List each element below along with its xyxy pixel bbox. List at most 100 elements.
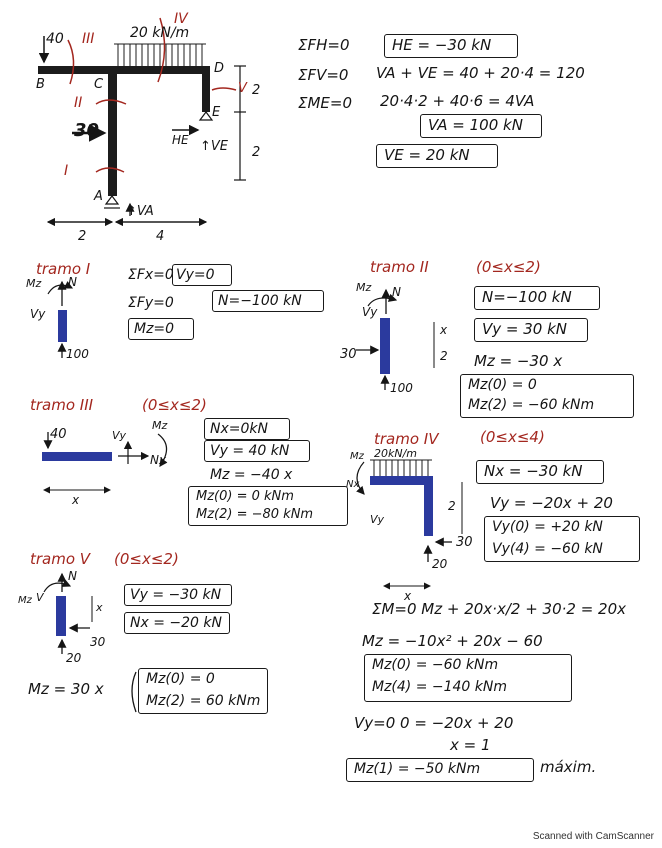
frame-dim-top: 2 bbox=[252, 83, 261, 98]
tramo1-fy: ΣFy=0 bbox=[128, 295, 174, 311]
tramo4-vy0: Vy(0) = +20 kN bbox=[492, 519, 603, 535]
frame-section-5: V bbox=[238, 81, 247, 96]
tramo4-range: (0≤x≤4) bbox=[480, 428, 545, 446]
tramo5-mz0: Mz(0) = 0 bbox=[146, 671, 215, 687]
frame-load-dist: 20 kN/m bbox=[130, 25, 190, 41]
tramo1-title: tramo I bbox=[36, 260, 91, 278]
tramo3-title: tramo III bbox=[30, 396, 94, 414]
tramo2-vy-box bbox=[474, 318, 588, 342]
tramo2-mz0: Mz(0) = 0 bbox=[468, 377, 537, 393]
tramo1-vy: Vy=0 bbox=[176, 267, 215, 283]
tramo5-label-x: x bbox=[96, 601, 103, 614]
tramo3-range: (0≤x≤2) bbox=[142, 396, 207, 414]
tramo4-moment-eq: ΣM=0 Mz + 20x·x/2 + 30·2 = 20x bbox=[372, 600, 626, 618]
tramo3-mz-box bbox=[188, 486, 348, 526]
eq-fv-equation: VA + VE = 40 + 20·4 = 120 bbox=[376, 64, 585, 82]
frame-dim-4h: 4 bbox=[156, 229, 165, 244]
brace bbox=[131, 671, 137, 713]
tramo2-label-100: 100 bbox=[390, 381, 413, 395]
tramo5-label-n: N bbox=[68, 569, 77, 583]
tramo4-label-20: 20 bbox=[432, 557, 448, 571]
eq-fh-box bbox=[384, 34, 518, 58]
tramo2-n: N=−100 kN bbox=[482, 288, 572, 306]
eq-va-box bbox=[420, 114, 542, 138]
tramo3-label-40: 40 bbox=[50, 427, 67, 442]
tramo2-vy: Vy = 30 kN bbox=[482, 320, 568, 338]
frame-dim-2h: 2 bbox=[78, 229, 87, 244]
main-frame bbox=[38, 17, 246, 227]
tramo1-vy-box bbox=[172, 264, 232, 286]
frame-he: HE bbox=[172, 133, 189, 147]
tramo3-label-mz: Mz bbox=[152, 419, 168, 432]
tramo3-label-nx: Nx bbox=[150, 453, 167, 467]
frame-ve: ↑VE bbox=[200, 139, 228, 154]
frame-section-4: IV bbox=[174, 11, 188, 27]
tramo2-title: tramo II bbox=[370, 258, 429, 276]
tramo4-vy: Vy = −20x + 20 bbox=[490, 494, 613, 512]
tramo3-mz2: Mz(2) = −80 kNm bbox=[196, 507, 314, 522]
tramo5-vy: Vy = −30 kN bbox=[130, 587, 222, 603]
tramo3-vy: Vy = 40 kN bbox=[210, 443, 290, 459]
eq-me: ΣME=0 bbox=[298, 94, 353, 112]
tramo3-mz0: Mz(0) = 0 kNm bbox=[196, 489, 294, 504]
tramo3-label-vy: Vy bbox=[112, 429, 127, 442]
tramo3-label-x: x bbox=[72, 493, 80, 507]
frame-point-b: B bbox=[36, 77, 45, 92]
eq-fh: ΣFH=0 bbox=[298, 36, 350, 54]
frame-section-2: II bbox=[74, 95, 83, 111]
eq-va-result: VA = 100 kN bbox=[428, 116, 523, 134]
tramo4-vy-zero: Vy=0 0 = −20x + 20 bbox=[354, 714, 514, 732]
tramo2-label-vy: Vy bbox=[362, 305, 378, 319]
tramo4-label-x: x bbox=[404, 589, 412, 603]
tramo1-n-box bbox=[212, 290, 324, 312]
tramo2-diagram bbox=[356, 288, 435, 390]
tramo4-max-word: máxim. bbox=[540, 758, 597, 776]
tramo4-label-vy: Vy bbox=[370, 513, 385, 526]
tramo3-nx: Nx=0kN bbox=[210, 421, 268, 437]
tramo5-label-30: 30 bbox=[90, 635, 106, 649]
tramo2-range: (0≤x≤2) bbox=[476, 258, 541, 276]
tramo4-mmax: Mz(1) = −50 kNm bbox=[354, 761, 481, 777]
frame-load-40: 40 bbox=[46, 31, 64, 47]
tramo5-mz: Mz = 30 x bbox=[28, 680, 104, 698]
tramo1-diagram bbox=[47, 280, 74, 358]
tramo2-mz2: Mz(2) = −60 kNm bbox=[468, 397, 595, 413]
tramo5-label-v: V bbox=[36, 591, 44, 604]
tramo5-nx-box bbox=[124, 612, 230, 634]
tramo2-label-2: 2 bbox=[440, 349, 448, 363]
tramo2-mz: Mz = −30 x bbox=[474, 352, 563, 370]
tramo4-label-30: 30 bbox=[456, 535, 473, 550]
tramo4-diagram bbox=[356, 459, 463, 590]
tramo3-diagram bbox=[42, 432, 168, 494]
scanner-footer: Scanned with CamScanner bbox=[532, 831, 654, 842]
tramo4-label-nx: Nx bbox=[346, 479, 360, 490]
tramo4-vy4: Vy(4) = −60 kN bbox=[492, 541, 603, 557]
tramo5-mz2: Mz(2) = 60 kNm bbox=[146, 693, 261, 709]
frame-point-a: A bbox=[94, 189, 103, 204]
tramo4-label-mz: Mz bbox=[350, 451, 364, 462]
tramo4-mz0: Mz(0) = −60 kNm bbox=[372, 657, 499, 673]
tramo5-range: (0≤x≤2) bbox=[114, 550, 179, 568]
tramo4-title: tramo IV bbox=[374, 430, 439, 448]
tramo3-mz: Mz = −40 x bbox=[210, 467, 293, 483]
tramo1-label-mz: Mz bbox=[26, 277, 42, 290]
eq-fv: ΣFV=0 bbox=[298, 66, 349, 84]
frame-force-30: 30 bbox=[74, 120, 100, 141]
tramo4-x1: x = 1 bbox=[450, 736, 491, 754]
frame-point-c: C bbox=[94, 77, 104, 92]
frame-section-1: I bbox=[64, 163, 69, 179]
tramo2-label-30: 30 bbox=[340, 347, 357, 362]
frame-point-d: D bbox=[214, 61, 225, 76]
eq-ve-box bbox=[376, 144, 498, 168]
tramo1-label-100: 100 bbox=[66, 347, 89, 361]
tramo5-nx: Nx = −20 kN bbox=[130, 615, 222, 631]
frame-point-e: E bbox=[212, 105, 221, 120]
tramo4-label-2: 2 bbox=[448, 499, 456, 513]
tramo5-vy-box bbox=[124, 584, 232, 606]
tramo1-mz-box bbox=[128, 318, 194, 340]
tramo2-label-x: x bbox=[440, 323, 448, 337]
tramo5-mz-box bbox=[138, 668, 268, 714]
tramo5-label-mz: Mz bbox=[18, 595, 32, 606]
